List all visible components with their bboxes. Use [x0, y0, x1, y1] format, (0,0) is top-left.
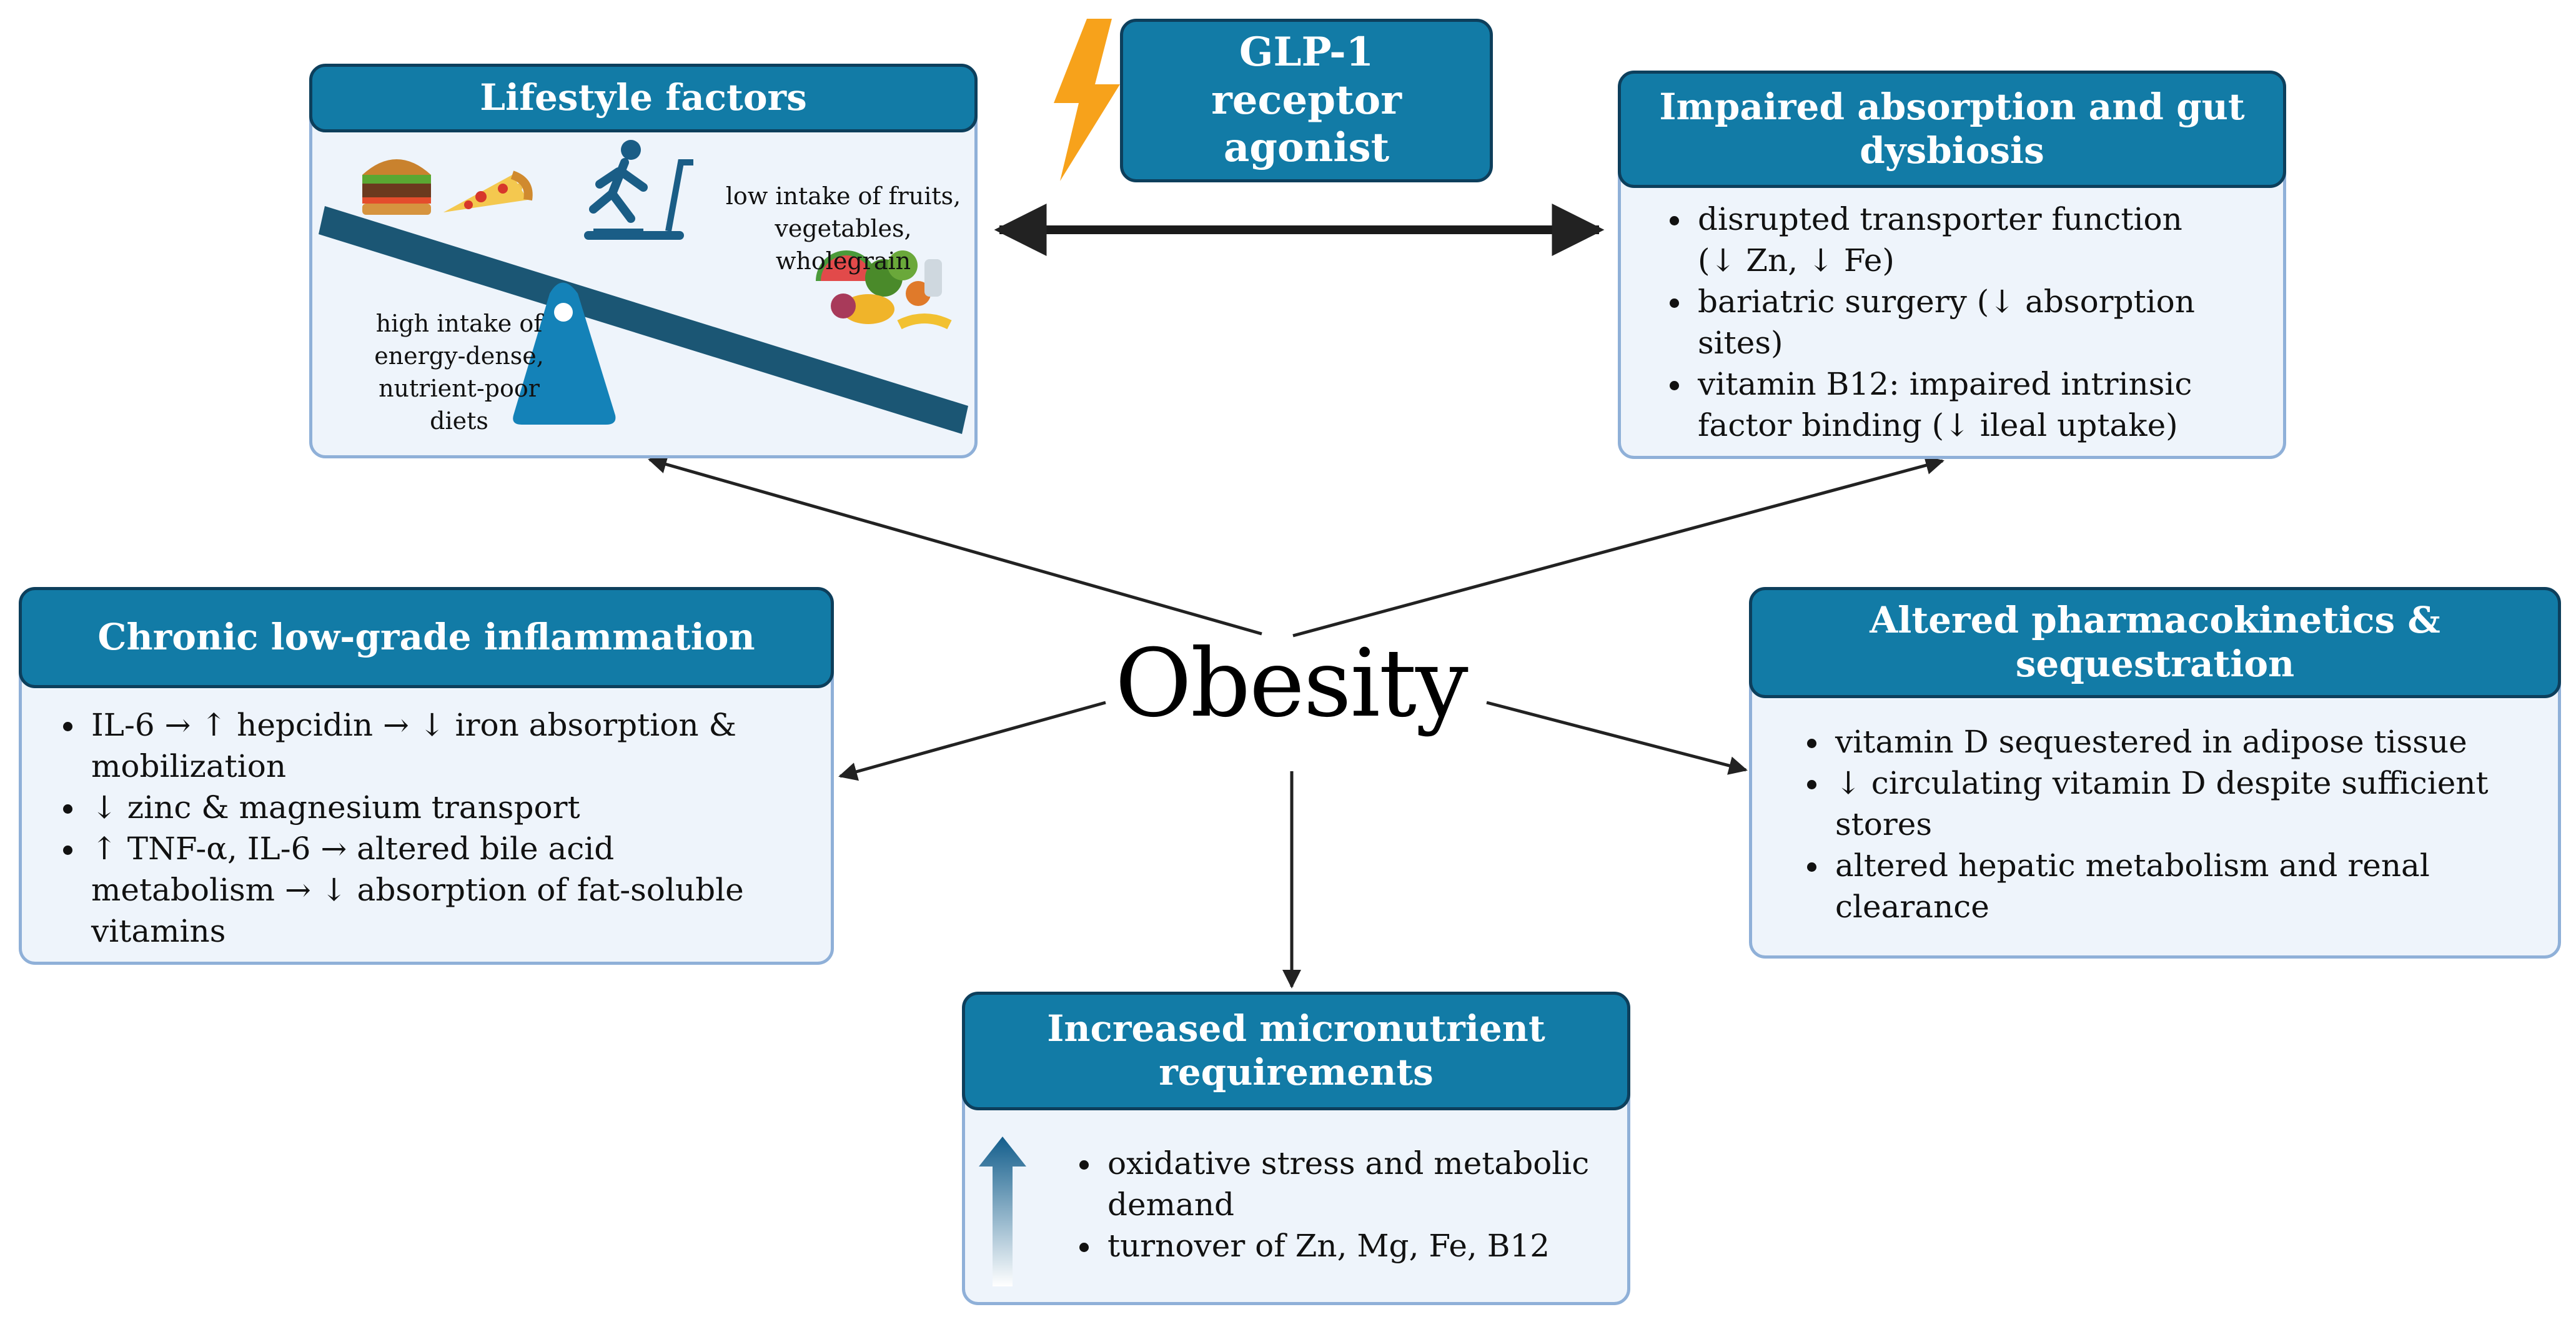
- pharmaco-header: Altered pharmacokinetics &sequestration: [1749, 587, 2561, 698]
- inflammation-header: Chronic low-grade inflammation: [19, 587, 834, 688]
- absorption-list: disrupted transporter function(↓ Zn, ↓ F…: [1637, 199, 2330, 446]
- absorption-title-line1: Impaired absorption and gut: [1659, 86, 2245, 129]
- arrow-to-inflammation: [838, 701, 1106, 781]
- center-label: Obesity: [1115, 629, 1469, 738]
- arrow-to-pharmaco: [1486, 701, 1748, 775]
- glp1-line2: receptor agonist: [1211, 76, 1402, 172]
- inflammation-title: Chronic low-grade inflammation: [97, 616, 755, 659]
- list-item: ↓ zinc & magnesium transport: [86, 787, 879, 828]
- arrow-to-absorption: [1292, 456, 1944, 638]
- requirements-title-line1: Increased micronutrient: [1047, 1007, 1545, 1050]
- treadmill-runner-icon: [584, 140, 693, 240]
- arrow-to-lifestyle: [648, 455, 1262, 636]
- list-item: turnover of Zn, Mg, Fe, B12: [1102, 1225, 1665, 1266]
- list-item: disrupted transporter function(↓ Zn, ↓ F…: [1693, 199, 2330, 281]
- pizza-icon: [443, 170, 533, 212]
- seesaw-icon: [319, 140, 968, 434]
- list-item: ↓ circulating vitamin D despite sufficie…: [1830, 762, 2576, 845]
- lifestyle-header: Lifestyle factors: [309, 64, 978, 132]
- glp1-line1: GLP-1: [1239, 28, 1374, 76]
- up-arrow-icon: [979, 1137, 1026, 1286]
- inflammation-list: IL-6 → ↑ hepcidin → ↓ iron absorption &m…: [30, 704, 879, 952]
- list-item: altered hepatic metabolism and renalclea…: [1830, 845, 2576, 927]
- fruits-vegetables-icon: [816, 250, 952, 330]
- burger-icon: [362, 159, 431, 215]
- list-item: ↑ TNF-α, IL-6 → altered bile acidmetabol…: [86, 828, 879, 952]
- absorption-title-line2: dysbiosis: [1860, 129, 2044, 172]
- list-item: IL-6 → ↑ hepcidin → ↓ iron absorption &m…: [86, 704, 879, 787]
- pharmaco-title-line2: sequestration: [2015, 643, 2295, 685]
- requirements-title-line2: requirements: [1159, 1051, 1434, 1093]
- pharmaco-list: vitamin D sequestered in adipose tissue …: [1774, 721, 2576, 927]
- lifestyle-title: Lifestyle factors: [480, 76, 807, 119]
- lightning-icon: [1054, 19, 1120, 181]
- pharmaco-title-line1: Altered pharmacokinetics &: [1870, 599, 2440, 642]
- low-intake-label: low intake of fruits,vegetables, wholegr…: [725, 182, 961, 275]
- list-item: vitamin D sequestered in adipose tissue: [1830, 721, 2576, 762]
